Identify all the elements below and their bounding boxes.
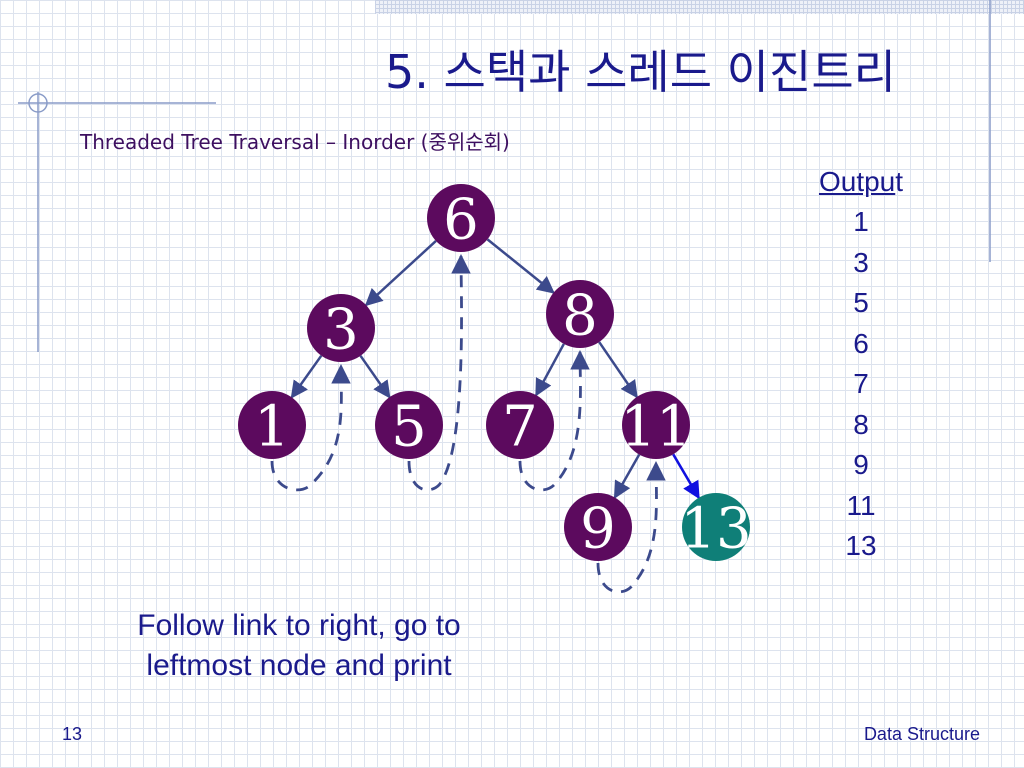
tree-threads [270,254,666,594]
tree-node-circle [622,391,690,459]
tree-node: 6 [427,184,495,253]
tree-node: 11 [620,391,692,460]
output-heading-underlined: Outpu [818,166,896,197]
tree-node-label: 3 [323,298,359,363]
tree-node-label: 11 [620,395,691,460]
slide-caption: Follow link to right, go to leftmost nod… [80,606,518,686]
tree-node: 7 [486,391,554,460]
tree-node-circle [375,391,443,459]
tree-edge [290,354,323,399]
tree-node-label: 7 [502,395,538,460]
output-heading-tail: t [895,166,904,197]
tree-edge [613,453,641,499]
tree-node-label: 13 [680,497,751,562]
thread-link [407,254,471,492]
tree-node-label: 5 [391,395,427,460]
tree-edge [535,343,565,397]
tree-node-circle [486,391,554,459]
top-decorative-band [375,0,1024,14]
tree-node: 13 [680,493,752,562]
page-number: 13 [62,724,83,744]
tree-node: 8 [546,280,614,349]
tree-node: 9 [564,493,632,562]
tree-node-label: 9 [580,497,616,562]
tree-node-label: 6 [443,188,479,253]
tree-node-label: 8 [562,284,598,349]
tree-edge [364,240,437,307]
output-list: 1 3 5 6 7 8 9 11 13 [800,202,922,567]
tree-node: 1 [238,391,306,460]
tree-node: 5 [375,391,443,460]
thread-link [596,461,666,594]
tree-edge [672,453,700,500]
tree-node: 3 [307,294,375,363]
tree-node-circle [682,493,750,561]
tree-edges [290,238,700,500]
tree-edge [598,341,638,399]
output-value: 8 [853,408,869,440]
output-value: 7 [853,368,869,399]
tree-node-circle [307,294,375,362]
tree-edge [486,238,555,294]
output-panel: Output 1 3 5 6 7 8 9 11 13 [800,162,922,567]
thread-link [270,364,351,492]
tree-node-circle [427,184,495,252]
tree-node-label: 1 [254,395,290,460]
output-value: 11 [846,489,876,521]
course-name: Data Structure [863,724,980,744]
output-value: 3 [853,246,869,278]
slide-subtitle: Threaded Tree Traversal – Inorder (중위순회) [80,130,510,154]
output-value: 1 [853,206,869,237]
tree-node-circle [546,280,614,348]
output-value: 9 [853,449,869,480]
tree-edge [359,355,391,399]
output-value: 6 [853,327,869,359]
tree-node-circle [564,493,632,561]
output-value: 13 [845,530,877,561]
caption-line: leftmost node and print [146,649,452,682]
tree-nodes: 6 3 8 1 5 7 119 13 [238,184,752,562]
output-value: 5 [853,287,869,318]
thread-link [518,350,590,492]
output-heading: Output [800,162,922,202]
caption-line: Follow link to right, go to [137,609,461,642]
slide-title: 5. 스택과 스레드 이진트리 [385,45,896,99]
tree-node-circle [238,391,306,459]
